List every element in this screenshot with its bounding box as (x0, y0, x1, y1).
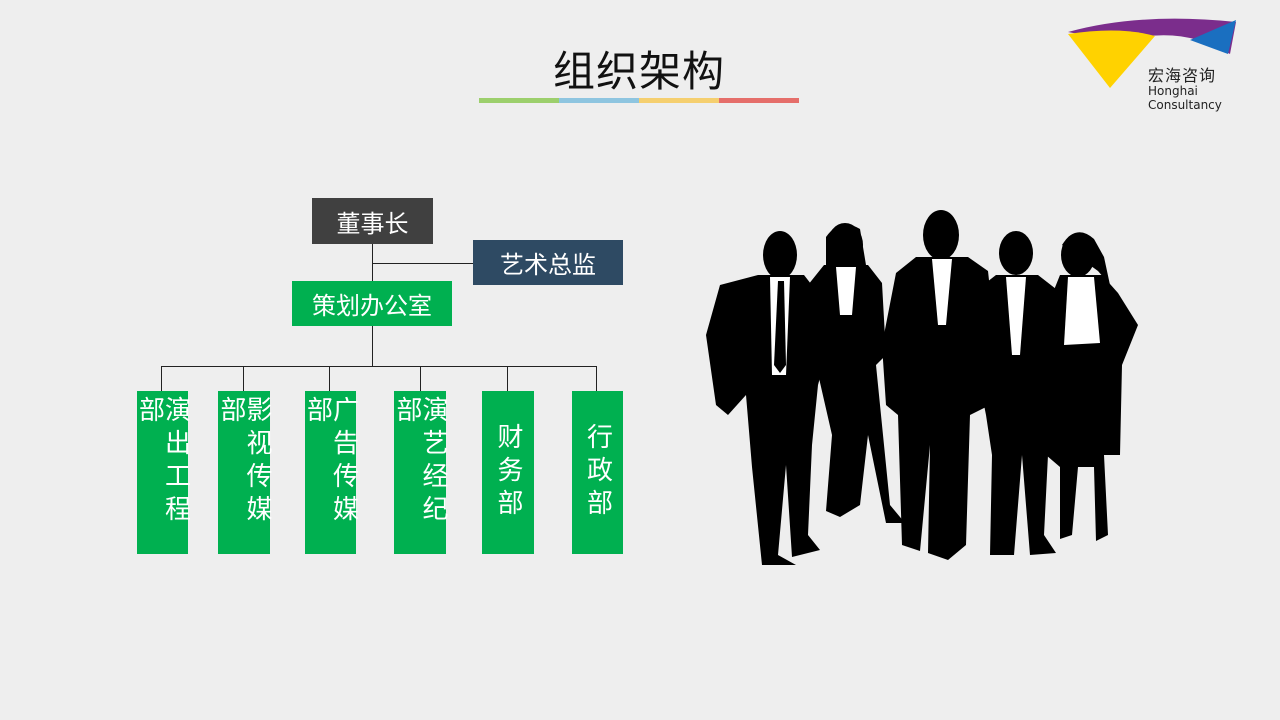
department-label: 影视传媒部 (216, 396, 272, 528)
title-underline-blue (559, 98, 639, 103)
connector-office-down (372, 326, 373, 366)
connector-dept-1 (161, 366, 162, 391)
chairman-label: 董事长 (336, 209, 409, 238)
department-label: 演出工程部 (134, 396, 191, 528)
department-label: 财务部 (493, 423, 523, 522)
connector-dept-2 (243, 366, 244, 391)
art-director-label: 艺术总监 (500, 251, 596, 279)
department-box: 演艺经纪部 (392, 391, 448, 554)
connector-departments-bar (161, 366, 597, 367)
art-director-box: 艺术总监 (473, 240, 623, 285)
logo-name-en: Honghai Consultancy (1148, 84, 1222, 112)
department-box: 演出工程部 (134, 391, 191, 554)
title-underline-green (479, 98, 559, 103)
department-box: 行政部 (572, 391, 623, 554)
department-label: 行政部 (582, 423, 613, 522)
title-underline-yellow (639, 98, 719, 103)
logo-mark-icon (1068, 18, 1236, 89)
connector-art-director (372, 263, 473, 264)
department-box: 财务部 (482, 391, 534, 554)
company-logo: 宏海咨询 Honghai Consultancy (1060, 14, 1270, 112)
department-label: 演艺经纪部 (392, 396, 448, 528)
planning-office-label: 策划办公室 (312, 292, 432, 320)
department-label: 广告传媒部 (302, 396, 359, 528)
connector-dept-6 (596, 366, 597, 391)
connector-dept-3 (329, 366, 330, 391)
connector-dept-4 (420, 366, 421, 391)
planning-office-box: 策划办公室 (292, 281, 452, 326)
department-box: 广告传媒部 (302, 391, 359, 554)
slide-title: 组织架构 (552, 47, 725, 96)
title-underline-red (719, 98, 799, 103)
business-team-silhouette-icon (706, 210, 1138, 565)
logo-name-cn: 宏海咨询 (1148, 66, 1217, 85)
chairman-box: 董事长 (312, 198, 433, 244)
connector-dept-5 (507, 366, 508, 391)
department-box: 影视传媒部 (216, 391, 272, 554)
